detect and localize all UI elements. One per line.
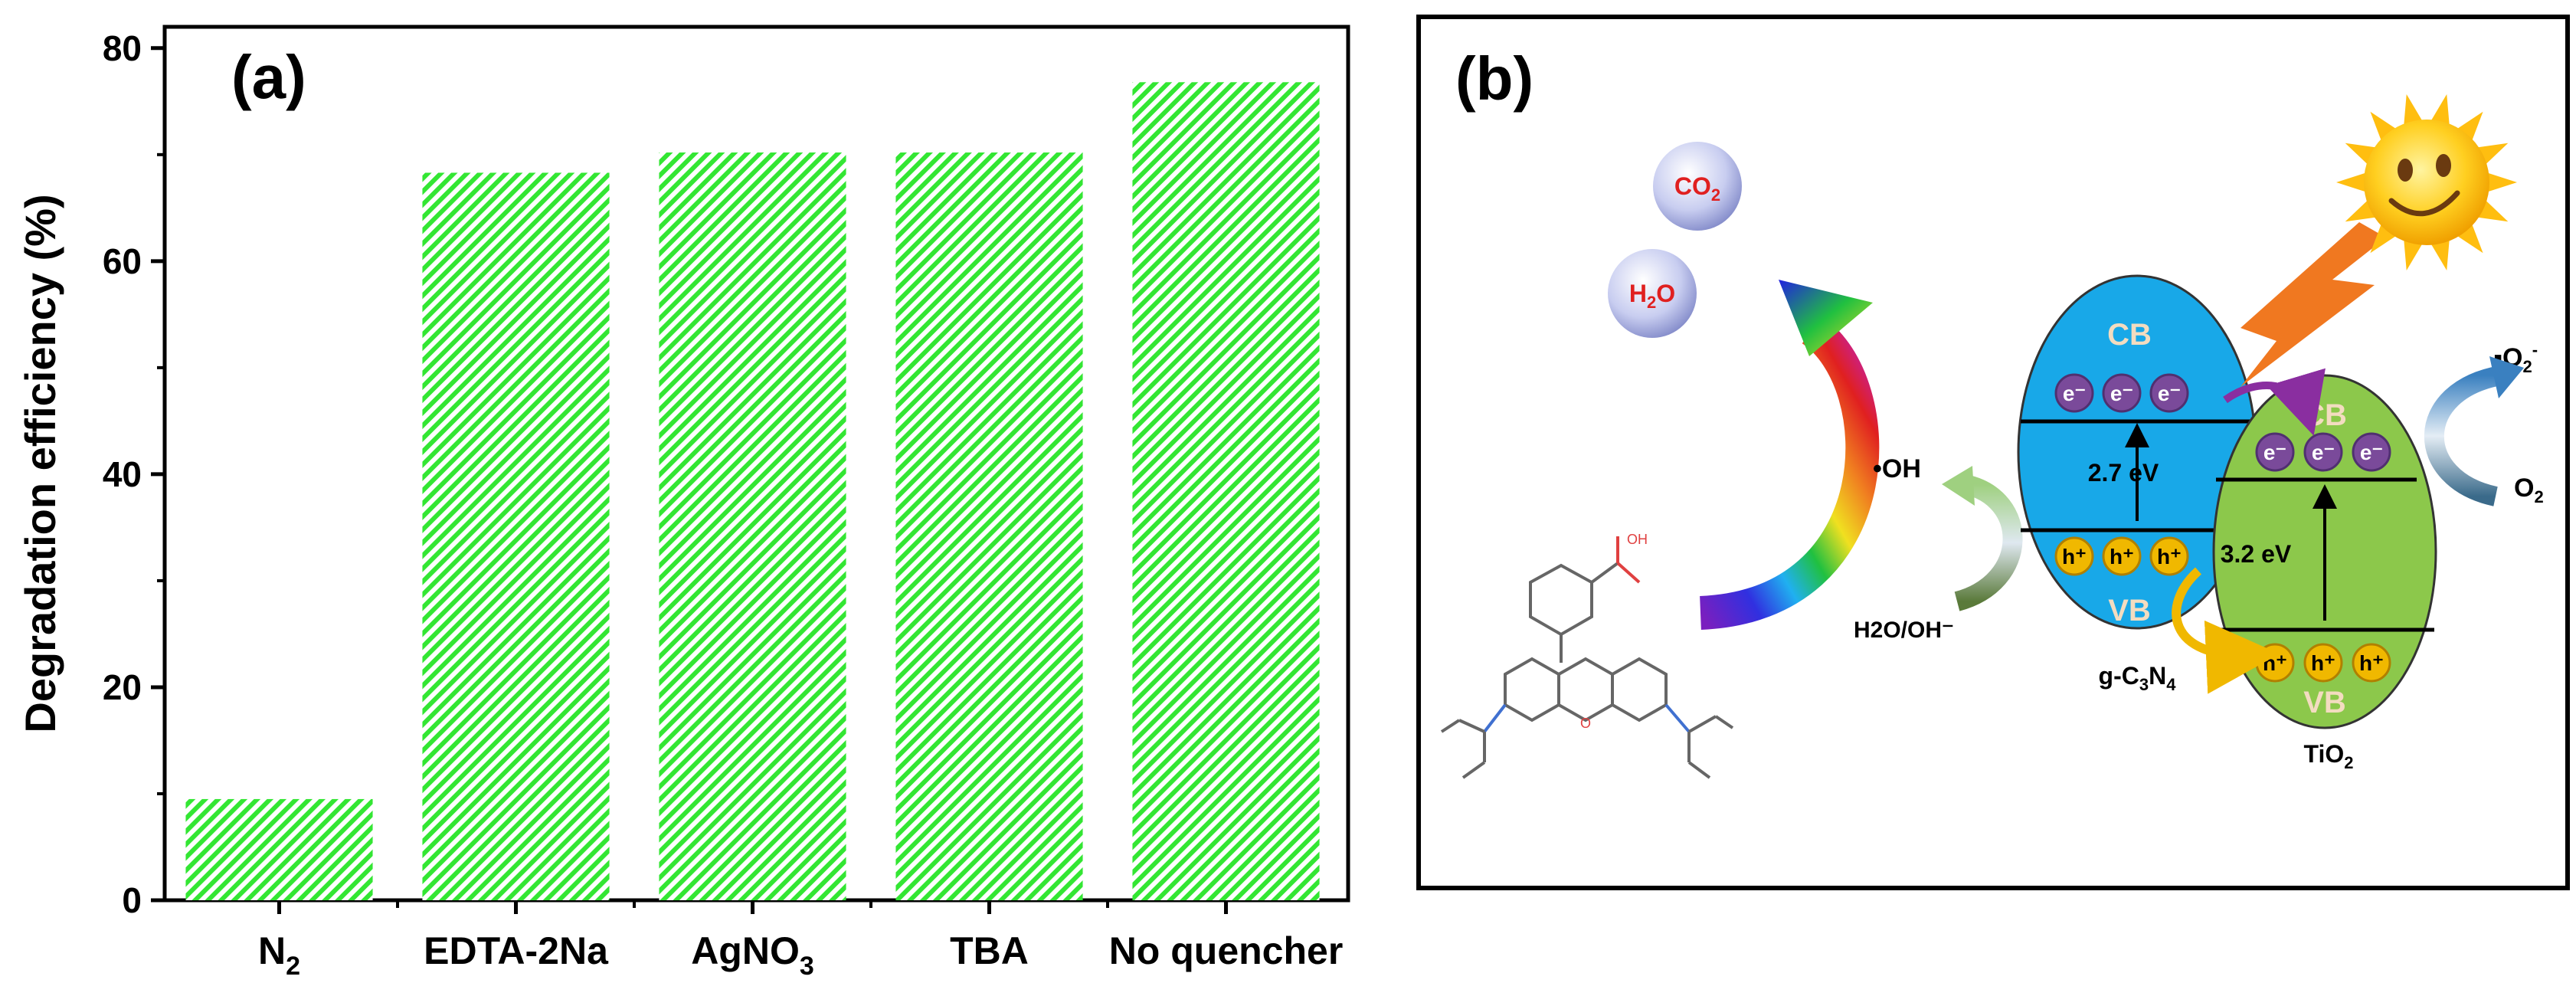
carrier-label: h⁺ — [2311, 651, 2335, 675]
x-tick-label: No quencher — [1109, 929, 1344, 972]
sun-ray — [2485, 172, 2517, 193]
y-tick-label: 40 — [103, 454, 142, 494]
sun-ray — [2430, 238, 2450, 271]
panel-a-label: (a) — [231, 43, 306, 111]
tio2-vb-label: VB — [2303, 686, 2346, 719]
bar-edta-2na — [422, 172, 610, 901]
lightning-icon — [2240, 222, 2386, 387]
sun-ray — [2404, 238, 2424, 271]
hydroxyl-radical-label: •OH — [1873, 454, 1921, 483]
y-axis-ticks: 0 20 40 60 80 — [103, 28, 165, 920]
g-c3n4-gap-label: 2.7 eV — [2088, 459, 2159, 487]
hole-icon — [2054, 536, 2094, 576]
electron-icon — [2352, 432, 2391, 472]
y-tick-label: 0 — [122, 880, 142, 920]
bar-chart: 0 20 40 60 80 (a) Degradation efficiency (%)… — [16, 25, 1350, 981]
sun-ray — [2404, 93, 2424, 127]
carrier-label: h⁺ — [2359, 651, 2384, 675]
x-axis-ticks — [277, 900, 1228, 914]
bar-no-quencher — [1132, 82, 1320, 900]
blue-curved-arrow — [2424, 356, 2524, 506]
x-category-labels: N2 EDTA-2Na AgNO3 TBA No quencher — [258, 929, 1343, 981]
x-tick-label: AgNO3 — [691, 929, 814, 981]
rhodamine-b-molecule — [1440, 536, 1734, 779]
x-tick-label: TBA — [950, 929, 1029, 972]
y-tick-label: 60 — [103, 241, 142, 281]
x-tick-label: N2 — [258, 929, 300, 981]
carrier-label: h⁺ — [2157, 545, 2182, 569]
y-axis-label: Degradation efficiency (%) — [16, 194, 64, 732]
tio2-holes: h⁺ h⁺ h⁺ — [2255, 643, 2391, 683]
electron-icon — [2102, 373, 2142, 413]
carboxyl-oh-label: OH — [1627, 532, 1648, 547]
g-c3n4-holes: h⁺ h⁺ h⁺ — [2054, 536, 2189, 576]
electron-transfer-arrow — [2223, 368, 2326, 436]
bar-n2 — [185, 798, 373, 900]
hole-icon — [2149, 536, 2189, 576]
bar-agno3 — [659, 152, 846, 901]
y-tick-label: 80 — [103, 28, 142, 68]
h2o-oh-label: H2O/OH⁻ — [1854, 618, 1954, 643]
carrier-label: e⁻ — [2360, 441, 2383, 464]
tio2-gap-label: 3.2 eV — [2221, 540, 2292, 568]
hole-icon — [2352, 643, 2391, 683]
bar-tba — [895, 152, 1083, 901]
carrier-label: h⁺ — [2062, 545, 2087, 569]
green-curved-arrow — [1942, 466, 2023, 611]
g-c3n4-cb-label: CB — [2107, 318, 2152, 352]
oxygen-atom: O — [1580, 716, 1591, 731]
sun-ray — [2336, 172, 2368, 193]
tio2-electrons: e⁻ e⁻ e⁻ — [2255, 432, 2391, 472]
carrier-label: h⁺ — [2263, 651, 2287, 675]
g-c3n4-electrons: e⁻ e⁻ e⁻ — [2054, 373, 2189, 413]
sun-ray — [2430, 93, 2450, 127]
carrier-label: e⁻ — [2263, 441, 2286, 464]
carrier-label: e⁻ — [2110, 382, 2133, 405]
carrier-label: e⁻ — [2063, 382, 2086, 405]
g-c3n4-label: g-C3N4 — [2099, 662, 2177, 694]
electron-icon — [2054, 373, 2094, 413]
rainbow-arrow — [1699, 280, 1880, 630]
carrier-label: e⁻ — [2158, 382, 2181, 405]
hole-icon — [2303, 643, 2343, 683]
x-tick-label: EDTA-2Na — [424, 929, 609, 972]
photocatalysis-scheme: (b) CO2 H2O — [1416, 15, 2570, 890]
hole-transfer-arrow — [2172, 567, 2280, 694]
electron-icon — [2149, 373, 2189, 413]
hole-icon — [2102, 536, 2142, 576]
carrier-label: h⁺ — [2110, 545, 2134, 569]
tio2-cb-label: CB — [2303, 398, 2347, 432]
panel-b-label: (b) — [1455, 44, 1533, 113]
h2o-bubble: H2O — [1608, 249, 1697, 338]
sun-icon — [2336, 93, 2517, 271]
bars — [185, 82, 1320, 901]
y-tick-label: 20 — [103, 667, 142, 707]
co2-bubble: CO2 — [1653, 142, 1742, 231]
carrier-label: e⁻ — [2312, 441, 2335, 464]
g-c3n4-vb-label: VB — [2108, 594, 2151, 627]
